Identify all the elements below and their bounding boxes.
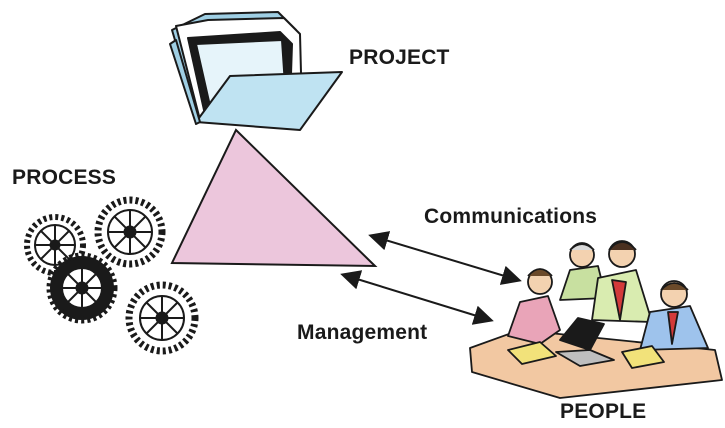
project-label: PROJECT [349, 46, 450, 69]
person-back-left [559, 242, 607, 301]
person-center [591, 240, 653, 323]
people-label: PEOPLE [560, 400, 647, 423]
gears-icon [24, 196, 199, 355]
central-triangle [170, 128, 378, 268]
process-label: PROCESS [12, 166, 117, 189]
management-label: Management [297, 321, 428, 344]
person-right [639, 280, 709, 351]
folder-icon [169, 11, 343, 131]
communications-label: Communications [424, 205, 598, 228]
notebook-right [621, 345, 665, 369]
management-arrow [340, 270, 494, 325]
team-meeting-icon [469, 240, 723, 399]
communications-arrow [368, 231, 522, 285]
notebook-left [507, 341, 557, 365]
laptop-icon [555, 317, 615, 367]
